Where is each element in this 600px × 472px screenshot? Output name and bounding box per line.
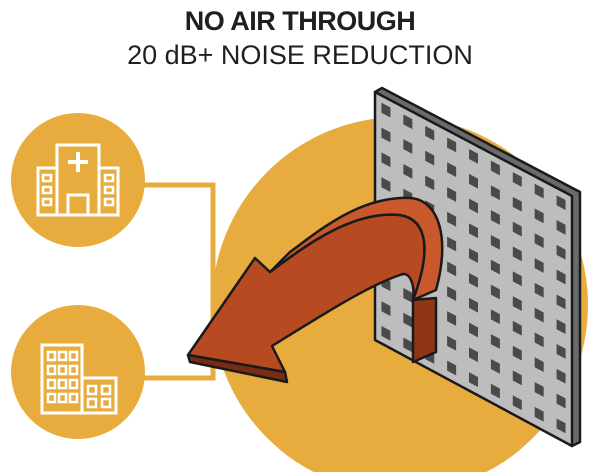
grille-hole <box>534 233 544 249</box>
grille-hole <box>381 127 391 143</box>
grille-hole <box>512 296 522 311</box>
grille-hole <box>490 309 500 325</box>
grille-hole <box>490 284 500 300</box>
grille-hole <box>534 208 544 224</box>
grille-hole <box>534 258 544 273</box>
grille-hole <box>425 125 435 141</box>
grille-hole <box>403 163 413 179</box>
grille-hole <box>381 152 391 168</box>
hospital-icon <box>36 143 120 217</box>
grille-hole <box>534 282 544 298</box>
grille-hole <box>403 312 413 328</box>
grille-hole <box>447 162 457 178</box>
grille-hole <box>490 334 500 349</box>
grille-hole <box>512 395 522 411</box>
grille-hole <box>447 137 457 153</box>
grille-hole <box>556 418 566 434</box>
grille-hole <box>447 261 457 277</box>
grille-hole <box>469 149 478 164</box>
grille-hole <box>403 139 413 154</box>
sound-arrow-icon <box>186 196 444 384</box>
grille-hole <box>534 382 544 397</box>
grille-hole <box>469 322 478 338</box>
grille-hole <box>556 344 566 359</box>
hospital-circle <box>11 113 145 247</box>
grille-hole <box>381 102 391 118</box>
grille-hole <box>490 160 500 176</box>
grille-hole <box>469 248 478 263</box>
grille-hole <box>469 198 478 214</box>
grille-hole <box>447 211 457 227</box>
grille-hole <box>490 358 500 374</box>
grille-hole <box>512 246 522 262</box>
grille-hole <box>381 326 391 341</box>
grille-hole <box>403 114 413 130</box>
grille-hole <box>469 273 478 288</box>
subtitle: 20 dB+ NOISE REDUCTION <box>127 40 473 70</box>
grille-hole <box>556 368 566 384</box>
grille-hole <box>490 210 500 225</box>
grille-hole <box>556 244 566 260</box>
grille-hole <box>490 234 500 250</box>
grille-hole <box>447 187 457 202</box>
grille-hole <box>512 172 522 187</box>
grille-hole <box>556 269 566 285</box>
grille-hole <box>512 345 522 361</box>
title: NO AIR THROUGH <box>184 6 416 36</box>
grille-hole <box>403 337 413 353</box>
grille-hole <box>556 220 566 235</box>
grille-hole <box>534 307 544 323</box>
grille-hole <box>425 175 435 191</box>
grille-hole <box>512 271 522 287</box>
grille-hole <box>469 223 478 239</box>
grille-hole <box>556 319 566 334</box>
connector-lines <box>140 182 240 381</box>
grille-hole <box>512 221 522 237</box>
grille-hole <box>447 311 457 326</box>
grille-hole <box>534 357 544 373</box>
grille-hole <box>425 150 435 166</box>
grille-hole <box>469 347 478 363</box>
grille-hole <box>556 393 566 409</box>
grille-hole <box>556 195 566 210</box>
grille-hole <box>447 360 457 376</box>
grille-hole <box>512 320 522 336</box>
grille-hole <box>534 332 544 348</box>
grille-hole <box>534 406 544 422</box>
grille-hole <box>381 301 391 316</box>
grille-hole <box>556 294 566 310</box>
office-buildings-icon <box>40 343 118 415</box>
grille-hole <box>403 287 413 303</box>
grille-hole <box>381 177 391 192</box>
grille-hole <box>469 372 478 387</box>
grille-hole <box>512 370 522 386</box>
grille-hole <box>490 185 500 201</box>
grille-hole <box>469 297 478 313</box>
grille-hole <box>469 173 478 189</box>
grille-hole <box>447 286 457 302</box>
grille-hole <box>447 236 457 252</box>
grille-hole <box>447 335 457 351</box>
grille-hole <box>490 259 500 275</box>
grille-hole <box>512 196 522 212</box>
grille-hole <box>534 183 544 199</box>
grille-hole <box>490 383 500 399</box>
